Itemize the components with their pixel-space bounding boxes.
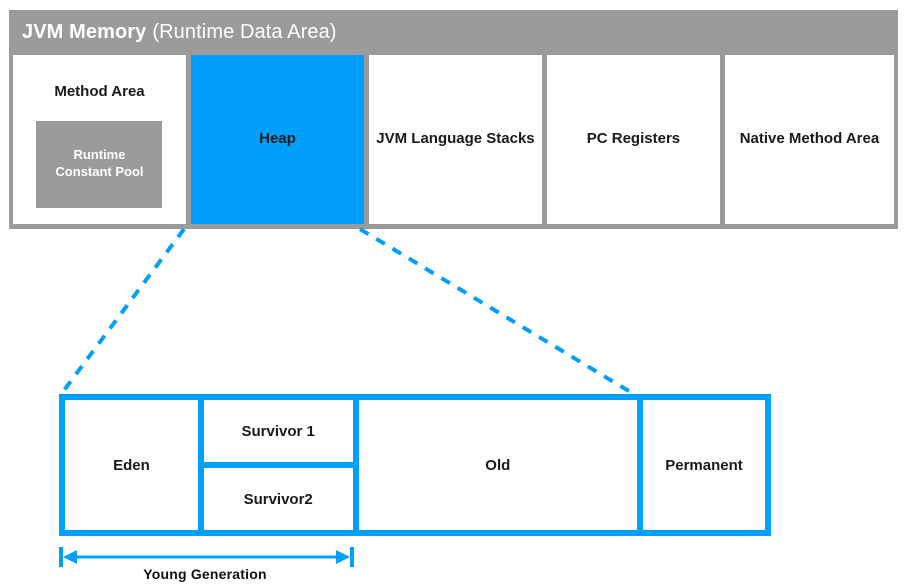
region-method-area[interactable]: Method Area Runtime Constant Pool bbox=[13, 55, 186, 224]
heap-region-permanent[interactable]: Permanent bbox=[637, 400, 765, 530]
region-pc-registers[interactable]: PC Registers bbox=[546, 55, 720, 224]
rcp-line-2: Constant Pool bbox=[55, 164, 144, 180]
connector-line-right bbox=[358, 227, 634, 395]
young-gen-arrowhead-right bbox=[336, 550, 350, 564]
page-title: JVM Memory bbox=[22, 21, 147, 43]
young-generation-dimension-arrow bbox=[59, 547, 354, 567]
heap-region-eden-label: Eden bbox=[113, 456, 150, 474]
heap-region-survivors: Survivor 1 Survivor2 bbox=[197, 400, 359, 530]
heap-region-eden[interactable]: Eden bbox=[65, 400, 198, 530]
region-native-method-area[interactable]: Native Method Area bbox=[724, 55, 894, 224]
region-heap-label: Heap bbox=[259, 130, 296, 148]
region-method-area-label: Method Area bbox=[54, 83, 145, 100]
runtime-constant-pool-box[interactable]: Runtime Constant Pool bbox=[36, 120, 163, 208]
region-jvm-language-stacks[interactable]: JVM Language Stacks bbox=[368, 55, 542, 224]
region-jvm-language-stacks-label: JVM Language Stacks bbox=[376, 130, 535, 148]
heap-region-survivor-1[interactable]: Survivor 1 bbox=[203, 400, 353, 468]
jvm-memory-container: JVM Memory (Runtime Data Area) Method Ar… bbox=[9, 10, 898, 229]
region-native-method-area-label: Native Method Area bbox=[739, 130, 880, 148]
heap-region-survivor-2[interactable]: Survivor2 bbox=[204, 468, 353, 530]
region-heap[interactable]: Heap bbox=[190, 55, 364, 224]
heap-region-permanent-label: Permanent bbox=[665, 456, 743, 474]
jvm-memory-header: JVM Memory (Runtime Data Area) bbox=[9, 10, 898, 55]
heap-region-survivor-1-label: Survivor 1 bbox=[241, 422, 315, 440]
rcp-line-1: Runtime bbox=[73, 147, 126, 163]
heap-detail-diagram: Eden Survivor 1 Survivor2 Old Permanent bbox=[59, 394, 771, 536]
young-generation-label: Young Generation bbox=[143, 566, 267, 582]
page-subtitle: (Runtime Data Area) bbox=[152, 21, 337, 43]
heap-region-survivor-2-label: Survivor2 bbox=[243, 490, 313, 508]
jvm-memory-regions-row: Method Area Runtime Constant Pool Heap J… bbox=[13, 55, 894, 224]
heap-region-old-label: Old bbox=[485, 456, 511, 474]
heap-region-old[interactable]: Old bbox=[358, 400, 638, 530]
young-gen-arrowhead-left bbox=[63, 550, 77, 564]
connector-line-left bbox=[60, 227, 186, 395]
region-pc-registers-label: PC Registers bbox=[586, 130, 681, 148]
runtime-constant-pool-label: Runtime Constant Pool bbox=[55, 147, 143, 181]
